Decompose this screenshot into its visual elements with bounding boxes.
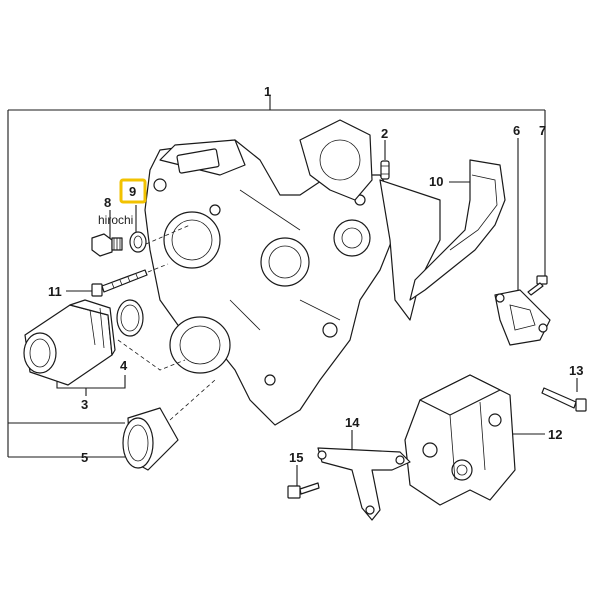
callout-labels: 1 2 3 4 5 6 7 8 9 10 11 12 13 14 15 [48, 84, 583, 465]
bolt-part-11 [91, 269, 148, 297]
callout-14: 14 [345, 415, 360, 430]
callout-6: 6 [513, 123, 520, 138]
sleeve-part-3 [23, 299, 116, 386]
callout-11: 11 [48, 284, 62, 299]
callout-9: 9 [129, 184, 136, 199]
callout-1: 1 [264, 84, 271, 99]
plate-part-6 [494, 289, 551, 346]
bracket-part-12 [404, 374, 516, 506]
dowel-pin [380, 160, 390, 180]
callout-7: 7 [539, 123, 546, 138]
leader-lines [7, 96, 578, 486]
assembly-dash-11 [147, 263, 169, 273]
strap-part-14 [317, 447, 411, 521]
callout-10: 10 [429, 174, 443, 189]
watermark-text: hirochi [98, 213, 133, 227]
bolt-part-7 [527, 275, 548, 296]
o-ring-part-4 [116, 299, 144, 337]
assembly-dash-9 [145, 224, 191, 245]
callout-9-highlight [119, 178, 147, 204]
bolt-part-13 [541, 387, 587, 412]
callout-3: 3 [81, 397, 88, 412]
gasket-part-10 [409, 159, 506, 301]
assembly-dash-3 [117, 339, 186, 371]
callout-13: 13 [569, 363, 583, 378]
assembly-dash-5 [169, 379, 216, 421]
callout-5: 5 [81, 450, 88, 465]
plug-part-8 [91, 233, 123, 257]
callout-12: 12 [548, 427, 562, 442]
callout-15: 15 [289, 450, 303, 465]
seal-ring-part-9 [129, 231, 147, 253]
timing-cover [144, 139, 396, 426]
shaft-seal-part-5 [122, 407, 179, 471]
cover-gasket [299, 119, 441, 321]
bolt-part-15 [287, 482, 320, 499]
callout-4: 4 [120, 358, 128, 373]
callout-8: 8 [104, 195, 111, 210]
callout-2: 2 [381, 126, 388, 141]
